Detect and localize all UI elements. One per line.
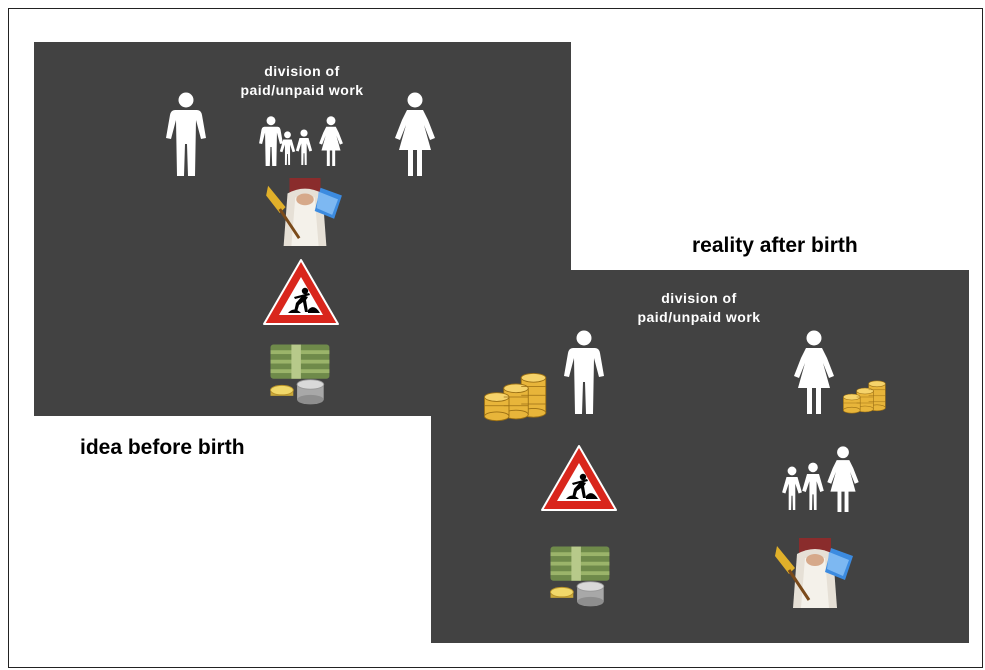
woman-icon (394, 92, 436, 176)
cleaning-woman-icon (266, 178, 344, 246)
roadwork-sign-icon (261, 256, 341, 328)
cleaning-woman-icon (775, 538, 855, 608)
heading-line-1: division of (661, 290, 737, 306)
coins-icon (841, 374, 889, 420)
money-stack-icon (541, 542, 617, 610)
woman-icon (793, 330, 835, 414)
coins-icon (481, 370, 551, 424)
man-icon (165, 92, 207, 176)
roadwork-sign-icon (539, 442, 619, 514)
heading-line-2: paid/unpaid work (637, 309, 761, 325)
man-icon (563, 330, 605, 414)
panel-reality-after-birth: division of paid/unpaid work (431, 270, 969, 643)
heading-line-1: division of (264, 63, 340, 79)
family-icon (781, 446, 865, 512)
caption-after: reality after birth (692, 234, 858, 257)
money-stack-icon (261, 340, 337, 408)
panel-heading: division of paid/unpaid work (202, 62, 402, 100)
caption-before: idea before birth (80, 436, 245, 459)
panel-heading: division of paid/unpaid work (599, 289, 799, 327)
family-icon (259, 116, 347, 168)
heading-line-2: paid/unpaid work (240, 82, 364, 98)
